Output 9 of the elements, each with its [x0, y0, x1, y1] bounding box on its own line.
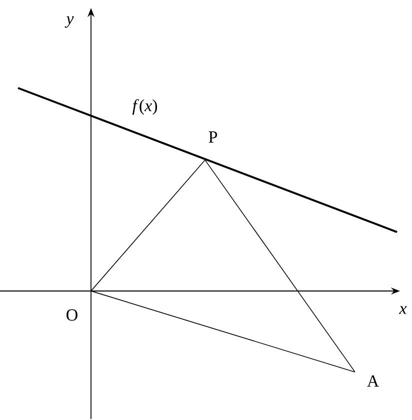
point-label: P	[208, 131, 218, 143]
function-label: f(x)	[132, 99, 158, 115]
axis-label: x	[399, 306, 407, 314]
point-label: A	[367, 375, 380, 387]
axis-label: y	[64, 16, 74, 28]
line-segment	[90, 290, 356, 372]
point-label: O	[66, 309, 78, 321]
line-segment	[204, 160, 356, 372]
line-segment	[90, 160, 206, 292]
